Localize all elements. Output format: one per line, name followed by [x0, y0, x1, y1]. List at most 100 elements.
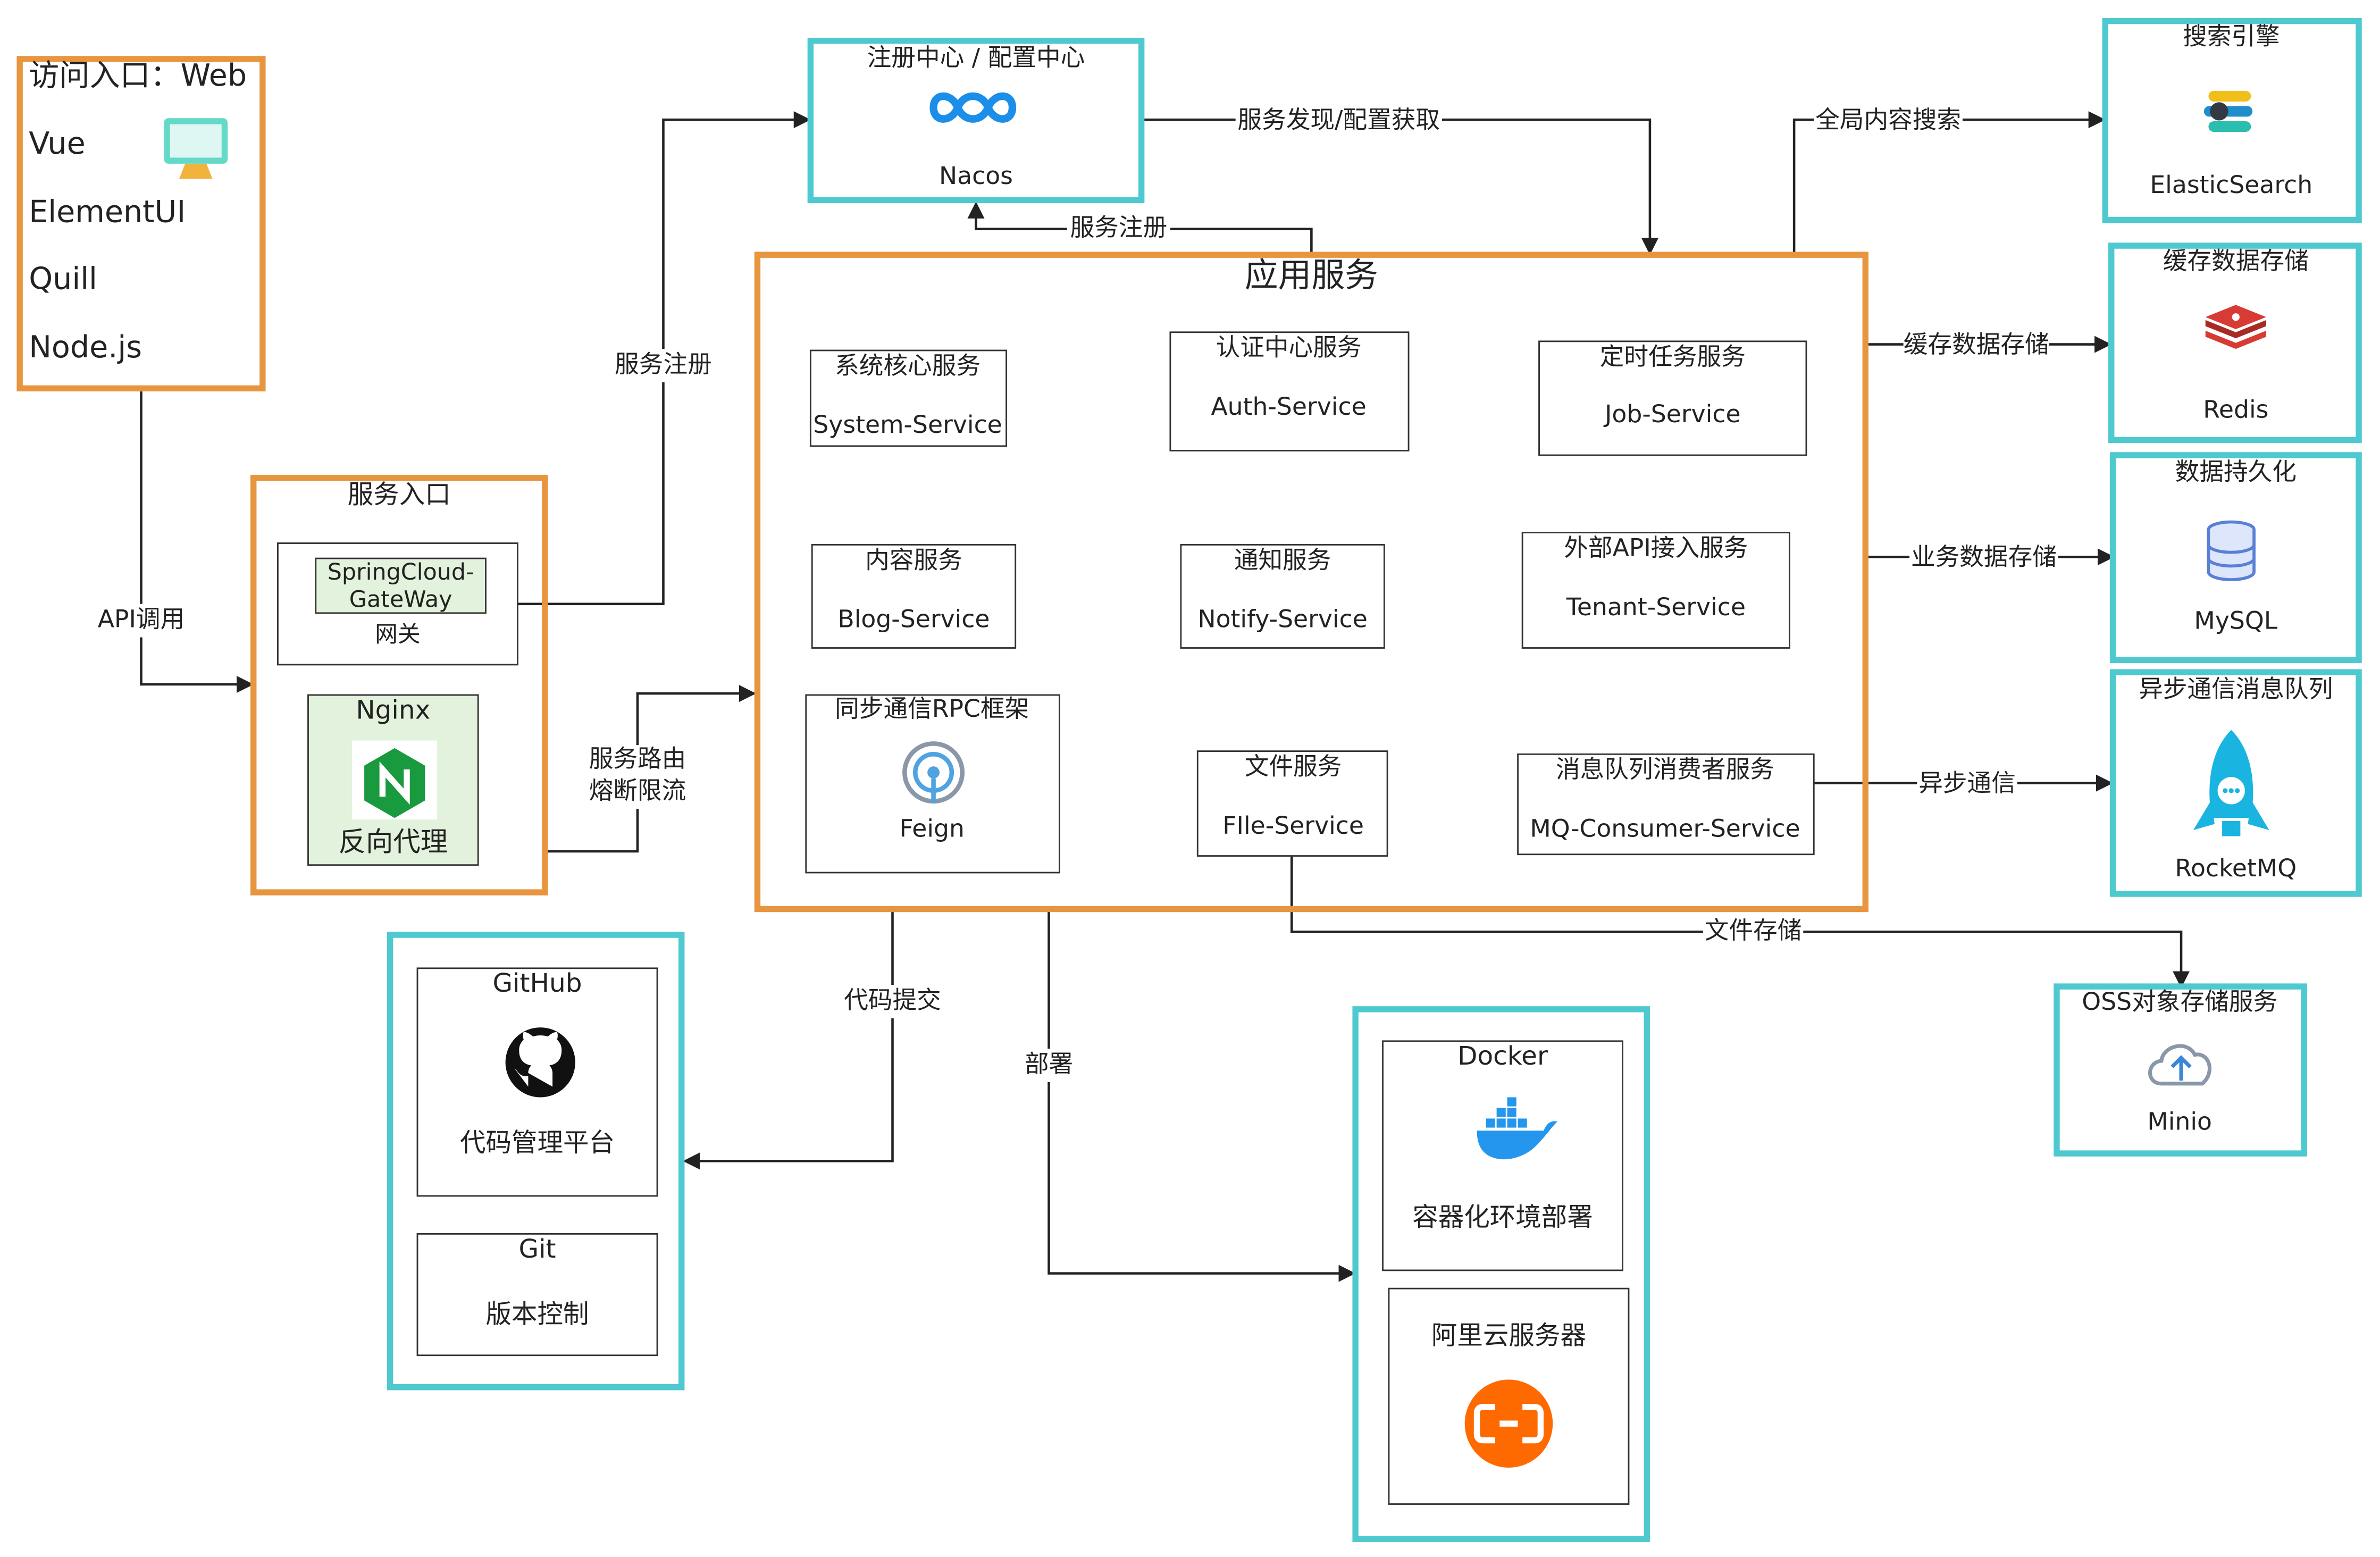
service-auth-name: Auth-Service	[1211, 392, 1366, 421]
service-job: 定时任务服务 Job-Service	[1538, 340, 1807, 456]
rpc-signal-icon	[902, 741, 965, 804]
service-mq-title: 消息队列消费者服务	[1556, 755, 1774, 783]
label-file-store: 文件存储	[1705, 916, 1802, 944]
redis-logo-icon	[2205, 305, 2266, 349]
docker-whale-icon	[1477, 1097, 1557, 1160]
github-box: GitHub 代码管理平台	[416, 967, 658, 1197]
redis-box: 缓存数据存储 Redis	[2108, 242, 2362, 443]
aliyun-title: 阿里云服务器	[1431, 1320, 1586, 1350]
gateway-name-line-2: GateWay	[349, 587, 452, 613]
service-notify-title: 通知服务	[1234, 546, 1331, 574]
label-async-comm: 异步通信	[1918, 769, 2016, 797]
service-job-title: 定时任务服务	[1600, 342, 1746, 371]
label-code-commit: 代码提交	[844, 986, 941, 1014]
mysql-title: 数据持久化	[2175, 458, 2297, 486]
nacos-box: 注册中心 / 配置中心 Nacos	[807, 37, 1145, 204]
edge-labels: API调用 服务注册 服务发现/配置获取 服务注册 服务路由 熔断限流 全局内容…	[94, 104, 2058, 1082]
edge-code-commit	[683, 910, 894, 1170]
access-item-quill: Quill	[29, 261, 97, 296]
edge-deploy	[1047, 910, 1356, 1282]
service-feign-title: 同步通信RPC框架	[835, 694, 1029, 723]
mysql-box: 数据持久化 MySQL	[2109, 452, 2362, 664]
docker-box: Docker 容器化环境部署	[1382, 1040, 1623, 1271]
service-mq-name: MQ-Consumer-Service	[1530, 815, 1800, 843]
service-notify-name: Notify-Service	[1197, 605, 1367, 633]
edge-global-search	[1792, 111, 2106, 254]
minio-title: OSS对象存储服务	[2082, 987, 2277, 1016]
label-deploy: 部署	[1025, 1050, 1073, 1078]
aliyun-box: 阿里云服务器	[1388, 1287, 1630, 1505]
service-auth-title: 认证中心服务	[1216, 333, 1362, 362]
vcs-box: GitHub 代码管理平台 Git 版本控制	[387, 932, 685, 1391]
label-gateway-register: 服务注册	[615, 350, 712, 378]
label-cache-store: 缓存数据存储	[1904, 330, 2049, 358]
elasticsearch-logo-icon	[2203, 90, 2253, 132]
rocket-icon	[2193, 730, 2269, 836]
git-caption: 版本控制	[485, 1300, 589, 1329]
gateway-caption: 网关	[375, 621, 421, 648]
service-file: 文件服务 FIle-Service	[1196, 750, 1388, 857]
label-routing-1: 服务路由	[589, 744, 686, 773]
service-auth: 认证中心服务 Auth-Service	[1169, 331, 1410, 451]
app-title: 应用服务	[1245, 256, 1378, 295]
aliyun-logo-icon	[1464, 1379, 1553, 1468]
service-notify: 通知服务 Notify-Service	[1180, 543, 1385, 649]
service-blog-title: 内容服务	[865, 546, 962, 574]
database-icon	[2207, 520, 2256, 581]
gateway-box: SpringCloud- GateWay 网关	[276, 542, 518, 666]
label-app-register: 服务注册	[1070, 213, 1168, 241]
rocketmq-name: RocketMQ	[2175, 854, 2297, 882]
label-business-store: 业务数据存储	[1911, 543, 2057, 571]
service-entry-title: 服务入口	[348, 480, 451, 509]
nacos-name: Nacos	[939, 162, 1013, 190]
nginx-logo-icon	[352, 740, 438, 820]
service-system: 系统核心服务 System-Service	[809, 349, 1008, 447]
edge-api-call	[140, 391, 254, 693]
elasticsearch-title: 搜索引擎	[2183, 22, 2280, 50]
mysql-name: MySQL	[2194, 606, 2277, 634]
service-blog: 内容服务 Blog-Service	[811, 543, 1017, 649]
minio-name: Minio	[2147, 1107, 2212, 1135]
elasticsearch-box: 搜索引擎 ElasticSearch	[2102, 18, 2362, 223]
service-file-title: 文件服务	[1245, 752, 1342, 781]
label-discovery-config: 服务发现/配置获取	[1237, 105, 1440, 133]
app-services-box: 应用服务 系统核心服务 System-Service 认证中心服务 Auth-S…	[754, 252, 1869, 913]
label-routing-2: 熔断限流	[589, 776, 686, 805]
elasticsearch-name: ElasticSearch	[2150, 171, 2312, 199]
service-job-name: Job-Service	[1603, 400, 1741, 428]
nginx-caption: 反向代理	[339, 826, 448, 858]
access-item-nodejs: Node.js	[29, 330, 142, 365]
deploy-box: Docker 容器化环境部署 阿里云服务器	[1352, 1006, 1650, 1542]
service-entry-box: 服务入口 SpringCloud- GateWay 网关 Nginx 反向代理	[250, 475, 548, 895]
service-tenant-title: 外部API接入服务	[1564, 533, 1748, 562]
monitor-icon	[164, 118, 228, 179]
access-item-elementui: ElementUI	[29, 195, 186, 230]
docker-caption: 容器化环境部署	[1412, 1202, 1593, 1232]
nacos-title: 注册中心 / 配置中心	[867, 43, 1085, 71]
github-caption: 代码管理平台	[460, 1128, 615, 1158]
rocketmq-title: 异步通信消息队列	[2139, 675, 2333, 703]
github-title: GitHub	[492, 968, 582, 998]
rocketmq-box: 异步通信消息队列 RocketMQ	[2109, 669, 2362, 897]
edge-discovery-config	[1143, 118, 1658, 255]
service-mq-consumer: 消息队列消费者服务 MQ-Consumer-Service	[1517, 753, 1815, 856]
minio-box: OSS对象存储服务 Minio	[2054, 983, 2307, 1157]
label-global-search: 全局内容搜索	[1815, 105, 1961, 133]
service-feign-name: Feign	[899, 815, 964, 843]
service-blog-name: Blog-Service	[837, 605, 990, 633]
git-title: Git	[518, 1234, 556, 1264]
service-system-title: 系统核心服务	[835, 351, 981, 380]
label-api-call: API调用	[98, 605, 185, 633]
redis-name: Redis	[2203, 396, 2268, 424]
gateway-name-line-1: SpringCloud-	[328, 559, 474, 585]
github-logo-icon	[505, 1027, 575, 1098]
service-feign: 同步通信RPC框架 Feign	[805, 694, 1060, 874]
cloud-upload-icon	[2148, 1044, 2212, 1086]
access-item-vue: Vue	[29, 126, 85, 161]
service-tenant: 外部API接入服务 Tenant-Service	[1521, 532, 1790, 649]
access-title: 访问入口：Web	[29, 58, 247, 93]
infinity-logo-icon	[929, 92, 1017, 123]
nginx-title: Nginx	[356, 695, 430, 725]
service-tenant-name: Tenant-Service	[1566, 593, 1746, 621]
